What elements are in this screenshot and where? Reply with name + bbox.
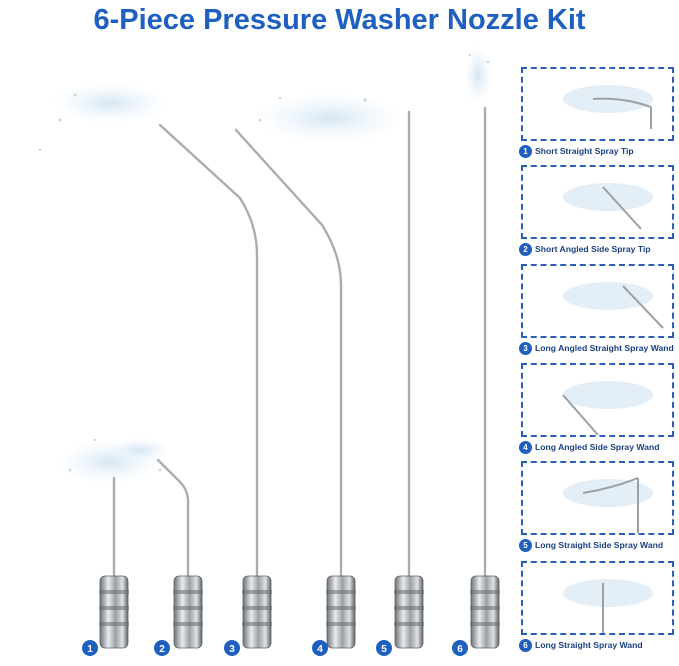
nozzle-handle-1 [99, 575, 129, 649]
nozzle-handle-4 [326, 575, 356, 649]
caption-number-badge: 2 [519, 243, 532, 257]
nozzle-handle-6 [470, 575, 500, 649]
nozzle-detail-panel-2 [521, 165, 674, 239]
caption-number-badge: 1 [519, 145, 532, 159]
wand-4 [234, 128, 343, 580]
caption-label: Long Straight Spray Wand [535, 640, 643, 650]
water-splash-1 [58, 438, 170, 484]
caption-number-badge: 3 [519, 342, 532, 356]
svg-text:3: 3 [229, 644, 235, 655]
nozzle-detail-panel-3 [521, 264, 674, 338]
nozzle-detail-panel-6 [521, 561, 674, 635]
water-splash-6 [464, 45, 492, 105]
caption-label: Long Angled Straight Spray Wand [535, 343, 674, 353]
caption-label: Long Straight Side Spray Wand [535, 540, 664, 550]
svg-text:6: 6 [457, 644, 463, 655]
nozzle-number-badge: 4 [312, 640, 328, 656]
nozzle-handle-5 [394, 575, 424, 649]
nozzle-illustration: 1 2 3 4 5 6 [38, 45, 500, 656]
water-splash-3 [52, 83, 168, 123]
nozzle-number-badge: 6 [452, 640, 468, 656]
caption-label: Short Straight Spray Tip [535, 146, 634, 156]
wand-2 [156, 458, 190, 580]
svg-text:2: 2 [159, 644, 165, 655]
water-splash-4 [255, 93, 405, 143]
nozzle-detail-panel-4 [521, 363, 674, 437]
nozzle-number-badge: 2 [154, 640, 170, 656]
nozzle-detail-panel-1 [521, 67, 674, 141]
nozzle-handle-3 [242, 575, 272, 649]
page-title: 6-Piece Pressure Washer Nozzle Kit [93, 4, 586, 36]
nozzle-handle-2 [173, 575, 203, 649]
caption-label: Long Angled Side Spray Wand [535, 442, 660, 452]
nozzle-number-badge: 3 [224, 640, 240, 656]
svg-text:5: 5 [381, 644, 387, 655]
caption-label: Short Angled Side Spray Tip [535, 244, 651, 254]
svg-text:1: 1 [87, 644, 93, 655]
nozzle-number-badge: 5 [376, 640, 392, 656]
caption-number-badge: 4 [519, 441, 532, 455]
nozzle-number-badge: 1 [82, 640, 98, 656]
svg-text:4: 4 [317, 644, 323, 655]
nozzle-detail-panel-5 [521, 461, 674, 535]
caption-number-badge: 6 [519, 639, 532, 653]
caption-number-badge: 5 [519, 539, 532, 553]
wand-3 [158, 123, 259, 580]
